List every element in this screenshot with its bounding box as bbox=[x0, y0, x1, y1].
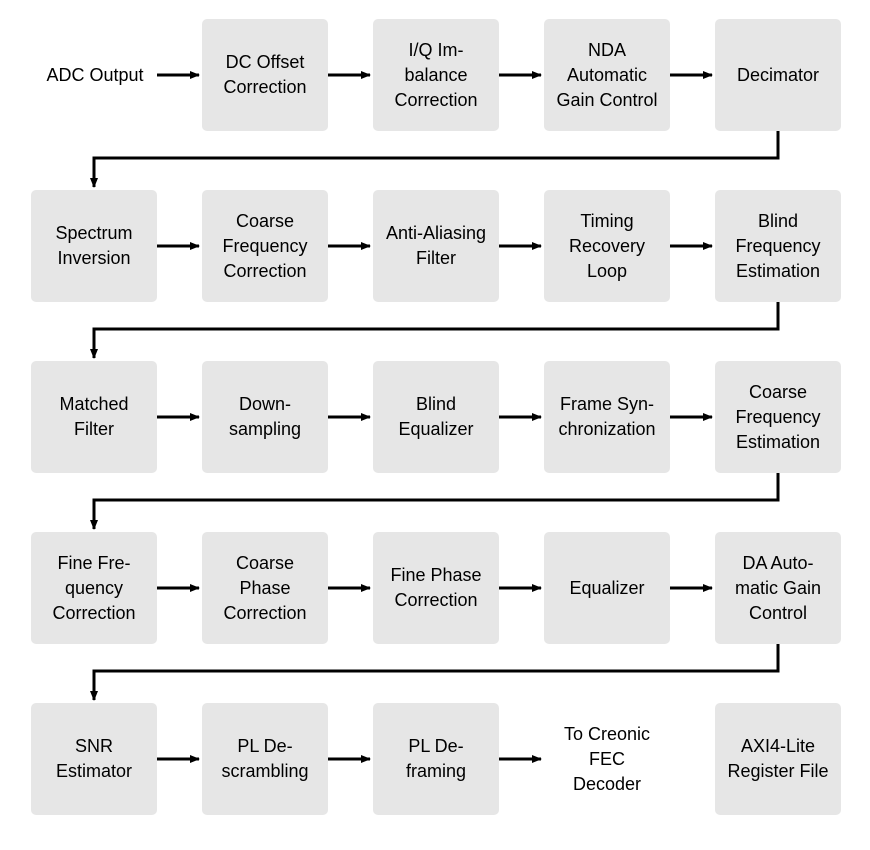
block-r4-c2-label: Coarse Phase Correction bbox=[223, 552, 307, 623]
block-r5-c3-label: PL De- framing bbox=[405, 736, 467, 781]
creonic-fec-output-label-text: To Creonic FEC Decoder bbox=[563, 723, 651, 794]
block-r5-c1-label: SNR Estimator bbox=[55, 736, 133, 781]
wrap-connector-2 bbox=[90, 302, 780, 359]
block-r3-c5: Coarse Frequency Estimation bbox=[715, 361, 841, 473]
block-r2-c5-label: Blind Frequency Estimation bbox=[735, 210, 821, 281]
block-r5-c2: PL De- scrambling bbox=[202, 703, 328, 815]
adc-output-label: ADC Output bbox=[20, 55, 170, 95]
block-r2-c1: Spectrum Inversion bbox=[31, 190, 157, 302]
block-r1-c3: I/Q Im- balance Correction bbox=[373, 19, 499, 131]
adc-output-label-text: ADC Output bbox=[46, 64, 144, 85]
block-r2-c1-label: Spectrum Inversion bbox=[55, 223, 133, 268]
block-r4-c3-label: Fine Phase Correction bbox=[390, 565, 482, 610]
block-r3-c1-label: Matched Filter bbox=[59, 394, 129, 439]
block-r1-c5: Decimator bbox=[715, 19, 841, 131]
block-r1-c3-label: I/Q Im- balance Correction bbox=[394, 39, 478, 110]
block-r3-c3-label: Blind Equalizer bbox=[398, 394, 474, 439]
wrap-connector-3 bbox=[90, 473, 780, 530]
block-r1-c4: NDA Automatic Gain Control bbox=[544, 19, 670, 131]
block-r1-c5-label: Decimator bbox=[736, 64, 820, 85]
block-r2-c5: Blind Frequency Estimation bbox=[715, 190, 841, 302]
block-r1-c2: DC Offset Correction bbox=[202, 19, 328, 131]
block-r2-c2: Coarse Frequency Correction bbox=[202, 190, 328, 302]
block-r4-c3: Fine Phase Correction bbox=[373, 532, 499, 644]
block-r3-c3: Blind Equalizer bbox=[373, 361, 499, 473]
axi4-lite-register-file-block-label: AXI4-Lite Register File bbox=[727, 736, 829, 781]
wrap-connector-1 bbox=[90, 131, 780, 188]
block-r2-c2-label: Coarse Frequency Correction bbox=[222, 210, 308, 281]
block-r4-c5: DA Auto- matic Gain Control bbox=[715, 532, 841, 644]
block-r3-c4-label: Frame Syn- chronization bbox=[558, 394, 656, 439]
block-r4-c5-label: DA Auto- matic Gain Control bbox=[734, 552, 822, 623]
block-r3-c4: Frame Syn- chronization bbox=[544, 361, 670, 473]
block-r2-c4: Timing Recovery Loop bbox=[544, 190, 670, 302]
wrap-connector-4 bbox=[90, 644, 780, 701]
block-r5-c1: SNR Estimator bbox=[31, 703, 157, 815]
block-r2-c3-label: Anti-Aliasing Filter bbox=[385, 223, 487, 268]
block-r3-c2: Down- sampling bbox=[202, 361, 328, 473]
block-r4-c4: Equalizer bbox=[544, 532, 670, 644]
block-r1-c2-label: DC Offset Correction bbox=[223, 52, 307, 97]
block-r3-c1: Matched Filter bbox=[31, 361, 157, 473]
block-r4-c1: Fine Fre- quency Correction bbox=[31, 532, 157, 644]
block-r5-c3: PL De- framing bbox=[373, 703, 499, 815]
block-r2-c3: Anti-Aliasing Filter bbox=[373, 190, 499, 302]
creonic-fec-output-label: To Creonic FEC Decoder bbox=[544, 703, 670, 815]
block-r3-c5-label: Coarse Frequency Estimation bbox=[735, 381, 821, 452]
block-r4-c2: Coarse Phase Correction bbox=[202, 532, 328, 644]
block-r3-c2-label: Down- sampling bbox=[228, 394, 302, 439]
block-r5-c2-label: PL De- scrambling bbox=[221, 736, 309, 781]
block-r4-c4-label: Equalizer bbox=[569, 577, 645, 598]
block-r4-c1-label: Fine Fre- quency Correction bbox=[52, 552, 136, 623]
block-r2-c4-label: Timing Recovery Loop bbox=[568, 210, 646, 281]
axi4-lite-register-file-block: AXI4-Lite Register File bbox=[715, 703, 841, 815]
block-r1-c4-label: NDA Automatic Gain Control bbox=[556, 39, 658, 110]
